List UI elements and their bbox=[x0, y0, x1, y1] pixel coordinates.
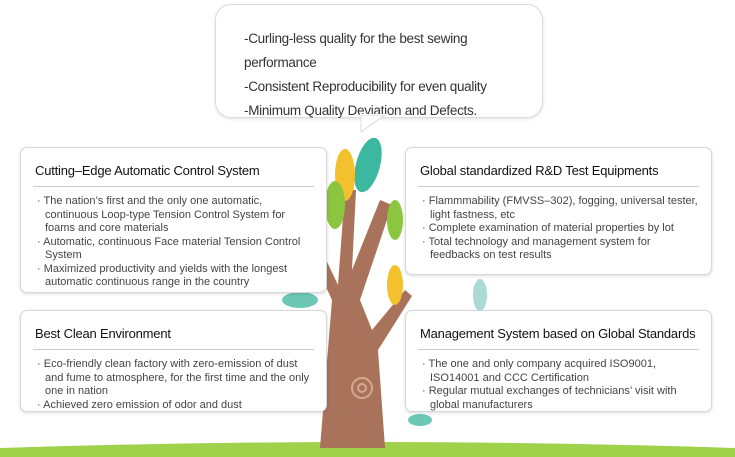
automatic-control-card: Cutting–Edge Automatic Control System Th… bbox=[20, 147, 327, 293]
bubble-tail bbox=[360, 114, 387, 133]
card-item: Automatic, continuous Face material Tens… bbox=[37, 236, 314, 263]
bubble-line: -Consistent Reproducibility for even qua… bbox=[244, 79, 487, 94]
clean-environment-card: Best Clean Environment Eco-friendly clea… bbox=[20, 310, 327, 412]
card-title: Global standardized R&D Test Equipments bbox=[418, 148, 699, 187]
card-title: Cutting–Edge Automatic Control System bbox=[33, 148, 314, 187]
management-system-card: Management System based on Global Standa… bbox=[405, 310, 712, 412]
bubble-line: -Curling-less quality for the best sewin… bbox=[244, 31, 468, 70]
card-item: The nation’s first and the only one auto… bbox=[37, 195, 314, 236]
card-item: Maximized productivity and yields with t… bbox=[37, 263, 314, 290]
quality-speech-bubble: -Curling-less quality for the best sewin… bbox=[215, 4, 543, 118]
card-item: Complete examination of material propert… bbox=[422, 222, 699, 236]
card-item: The one and only company acquired ISO900… bbox=[422, 358, 699, 385]
card-item: Total technology and management system f… bbox=[422, 236, 699, 263]
card-title: Best Clean Environment bbox=[33, 311, 314, 350]
card-item: Eco-friendly clean factory with zero-emi… bbox=[37, 358, 314, 399]
rnd-test-card: Global standardized R&D Test Equipments … bbox=[405, 147, 712, 275]
card-title: Management System based on Global Standa… bbox=[418, 311, 699, 350]
card-item: Flammmability (FMVSS–302), fogging, univ… bbox=[422, 195, 699, 222]
card-item: Regular mutual exchanges of technicians’… bbox=[422, 385, 699, 412]
card-item: Achieved zero emission of odor and dust bbox=[37, 399, 314, 413]
bubble-line: -Minimum Quality Deviation and Defects. bbox=[244, 103, 477, 118]
